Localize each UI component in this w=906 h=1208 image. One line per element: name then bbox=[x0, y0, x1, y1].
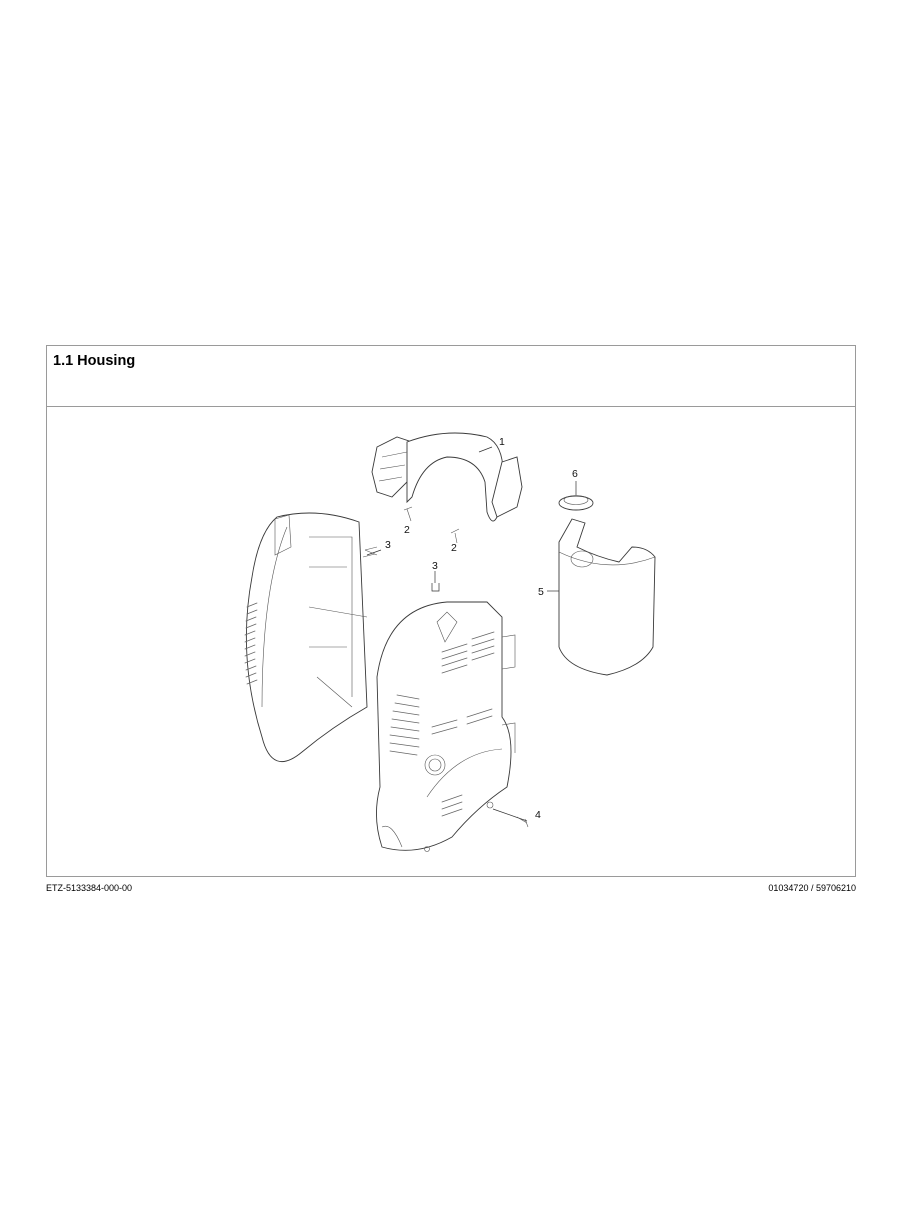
callout-6: 6 bbox=[572, 468, 578, 480]
callout-4: 4 bbox=[535, 809, 541, 821]
tank-cap-part bbox=[558, 481, 594, 511]
document-id: ETZ-5133384-000-00 bbox=[46, 883, 133, 893]
screw-part bbox=[403, 506, 460, 544]
callout-3: 3 bbox=[432, 560, 438, 572]
section-header: 1.1 Housing bbox=[47, 346, 855, 407]
parts-diagram-frame: 1.1 Housing bbox=[46, 345, 856, 877]
front-housing-part bbox=[376, 601, 516, 852]
callout-5: 5 bbox=[538, 586, 544, 598]
screw-part bbox=[492, 808, 529, 828]
clip-part bbox=[364, 549, 440, 592]
part-numbers: 01034720 / 59706210 bbox=[768, 883, 856, 893]
exploded-view-drawing: 1 2 2 3 3 4 5 6 bbox=[47, 407, 855, 876]
left-housing-part bbox=[244, 512, 378, 762]
callout-2: 2 bbox=[451, 542, 457, 554]
callout-3: 3 bbox=[385, 539, 391, 551]
handle-part bbox=[371, 432, 523, 522]
callout-2: 2 bbox=[404, 524, 410, 536]
detergent-tank-part bbox=[547, 518, 656, 676]
callout-1: 1 bbox=[499, 436, 505, 448]
section-title: 1.1 Housing bbox=[53, 353, 136, 369]
